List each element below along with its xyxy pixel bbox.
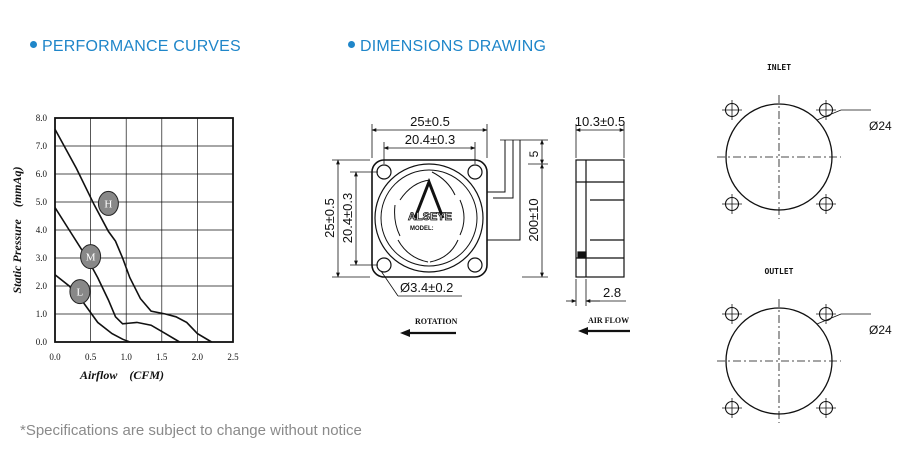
dim-thickness: 10.3±0.5: [575, 114, 626, 129]
dimensions-drawing-title: DIMENSIONS DRAWING: [360, 38, 547, 55]
series-badge-label: H: [104, 198, 112, 210]
x-tick-label: 2.5: [227, 352, 239, 362]
mount-hole-br: [467, 257, 483, 273]
x-tick-label: 2.0: [192, 352, 204, 362]
y-tick-label: 1.0: [36, 309, 48, 319]
specifications-footnote: *Specifications are subject to change wi…: [20, 422, 362, 439]
x-tick-label: 0.0: [49, 352, 61, 362]
dim-fan-height: 25±0.5: [322, 198, 337, 238]
fan-front-view: [371, 140, 521, 278]
series-badge-H: [97, 190, 119, 216]
y-tick-label: 8.0: [36, 113, 48, 123]
series-badge-label: L: [77, 287, 84, 299]
bullet-icon: [348, 41, 355, 49]
y-tick-label: 7.0: [36, 141, 48, 151]
fan-frame-outline: [371, 159, 488, 278]
airflow-label: AIR FLOW: [588, 316, 629, 325]
outlet-hole-pattern: [717, 299, 871, 423]
dim-wire-offset: 5: [527, 150, 541, 157]
y-tick-label: 2.0: [36, 281, 48, 291]
performance-curves-title: PERFORMANCE CURVES: [42, 38, 241, 55]
rotation-label: ROTATION: [415, 317, 458, 326]
series-badge-label: M: [86, 252, 96, 264]
mount-hole-tr: [467, 164, 483, 180]
bullet-icon: [30, 41, 37, 49]
y-axis-label: Static Pressure (mmAq): [10, 166, 24, 293]
performance-curves-heading: PERFORMANCE CURVES: [30, 38, 241, 56]
y-tick-label: 6.0: [36, 169, 48, 179]
inlet-label: INLET: [767, 63, 791, 72]
x-tick-labels: 0.0 0.5 1.0 1.5 2.0 2.5: [49, 352, 239, 362]
wire-dimension-lines: [500, 139, 548, 278]
outlet-label: OUTLET: [765, 267, 794, 276]
performance-chart: 0.0 0.5 1.0 1.5 2.0 2.5 0.0 1.0 2.0 3.0 4.0 5.0 6.0…: [10, 113, 239, 382]
series-badges: H M L: [69, 190, 119, 305]
y-tick-label: 0.0: [36, 337, 48, 347]
x-axis-label: Airflow (CFM): [79, 368, 164, 382]
y-tick-labels: 0.0 1.0 2.0 3.0 4.0 5.0 6.0 7.0 8.0: [36, 113, 48, 347]
dimensions-drawing-heading: DIMENSIONS DRAWING: [348, 38, 546, 56]
logo-mark: [413, 177, 445, 219]
y-tick-label: 5.0: [36, 197, 48, 207]
chart-series: [54, 128, 213, 343]
opening-circle: [725, 307, 833, 415]
fan-ring: [374, 163, 484, 273]
series-line-M: [54, 207, 181, 343]
diameter-leader: [816, 109, 842, 121]
y-tick-label: 3.0: [36, 253, 48, 263]
dim-hole-diameter: Ø3.4±0.2: [400, 280, 453, 295]
side-body: [575, 159, 625, 278]
fan-side-view: [575, 159, 625, 278]
outlet-diameter: Ø24: [869, 323, 892, 337]
fan-wires: [487, 140, 521, 241]
airflow-arrow-icon: [578, 327, 630, 335]
dim-hole-spacing-v: 20.4±0.3: [340, 193, 355, 244]
series-line-L: [54, 274, 131, 343]
inlet-diameter: Ø24: [869, 119, 892, 133]
dim-fan-width: 25±0.5: [410, 114, 450, 129]
mount-hole-tl: [376, 164, 392, 180]
chart-frame: [54, 117, 234, 343]
dim-wire-length: 200±10: [526, 198, 541, 241]
dim-flange: 2.8: [603, 285, 621, 300]
side-dimension-lines: [566, 124, 626, 306]
series-line-H: [54, 128, 213, 343]
mount-hole-bl: [376, 257, 392, 273]
y-tick-label: 4.0: [36, 225, 48, 235]
x-tick-label: 0.5: [85, 352, 97, 362]
x-tick-label: 1.0: [121, 352, 133, 362]
model-label: MODEL:: [410, 226, 434, 232]
x-tick-label: 1.5: [156, 352, 168, 362]
series-badge-M: [80, 244, 102, 270]
chart-grid: [54, 117, 234, 343]
diameter-leader: [816, 313, 842, 325]
opening-circle: [725, 103, 833, 211]
series-badge-L: [69, 279, 91, 305]
fan-blade-circle: [380, 169, 478, 267]
brand-label: ALSEYE: [408, 211, 452, 223]
front-dimension-lines: [332, 124, 488, 297]
fan-blades: [394, 171, 465, 263]
rotation-arrow-icon: [400, 329, 456, 337]
dim-hole-spacing-h: 20.4±0.3: [405, 132, 456, 147]
inlet-hole-pattern: [717, 95, 871, 219]
